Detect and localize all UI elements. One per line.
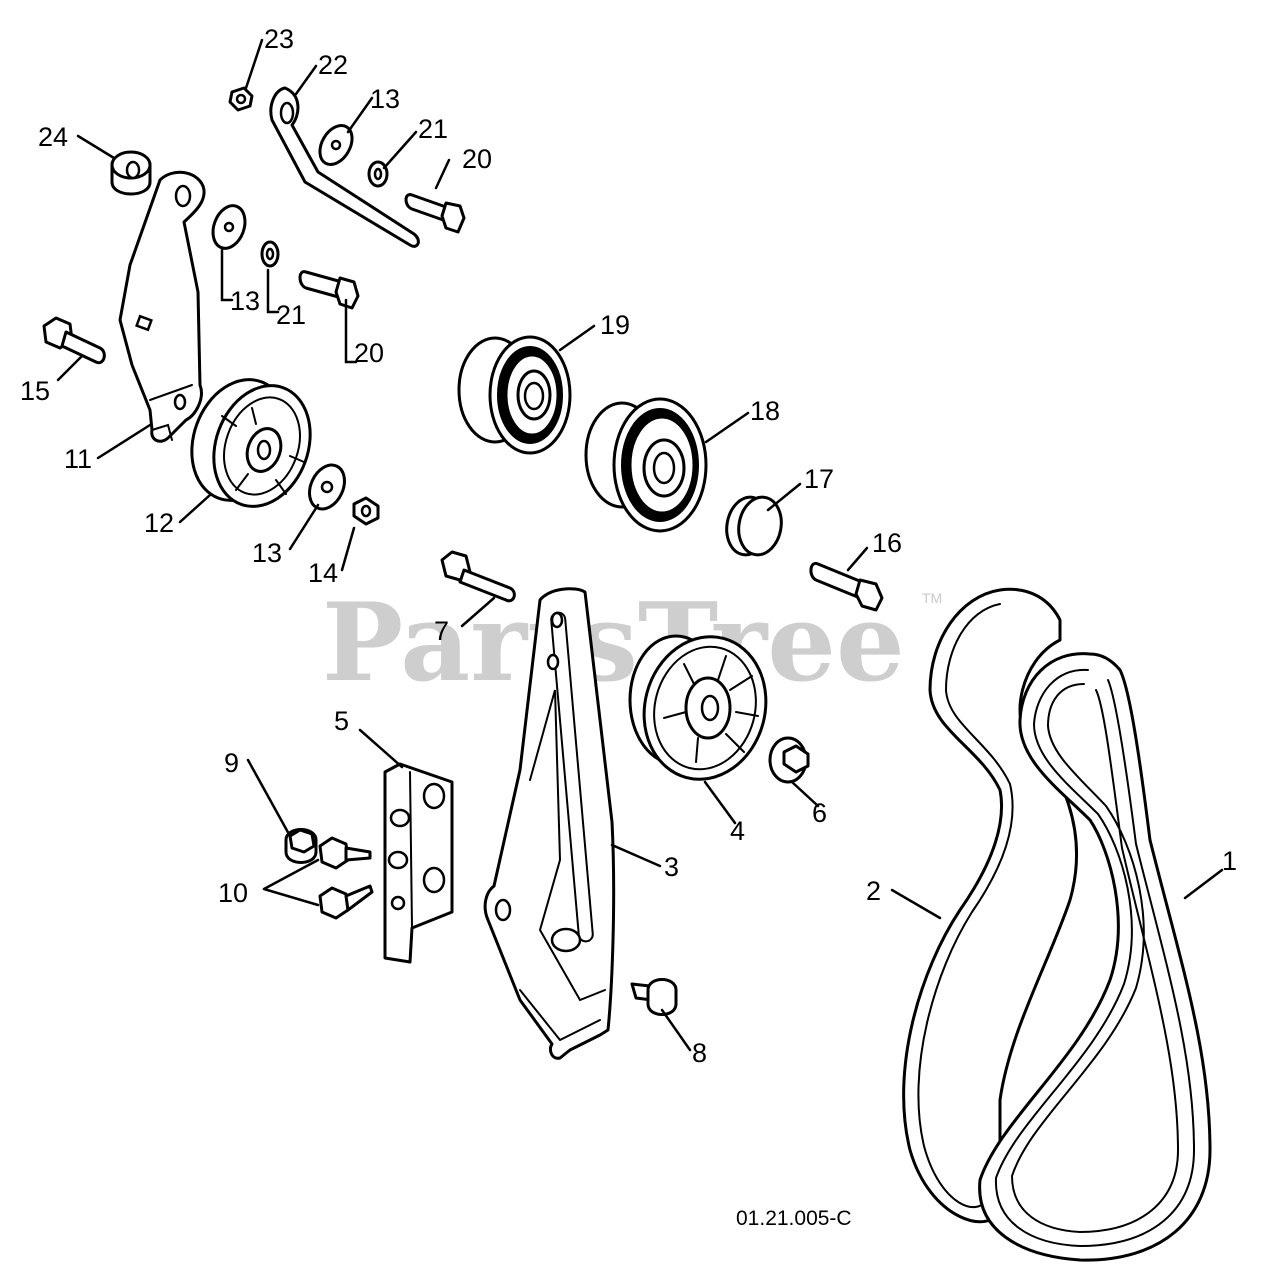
callout-13-top: 13 [370, 84, 400, 114]
idler-pulley-part-4 [628, 634, 768, 781]
screw-part-10-upper [318, 836, 372, 870]
callout-19: 19 [600, 310, 630, 340]
bolt-part-15 [42, 316, 106, 365]
callouts: 1 2 3 4 5 6 7 8 9 10 11 12 13 13 13 14 1… [20, 24, 1237, 1068]
callout-20-middle: 20 [354, 338, 384, 368]
belt-part-1 [978, 652, 1212, 1262]
nut-part-9 [284, 828, 318, 864]
callout-23: 23 [264, 24, 294, 54]
pulley-part-19 [457, 335, 572, 455]
callout-20-top: 20 [462, 144, 492, 174]
washer-part-13-top [318, 124, 354, 166]
spacer-part-24 [110, 150, 152, 196]
callout-11: 11 [64, 444, 92, 474]
callout-21-middle: 21 [276, 300, 306, 330]
nut-part-14 [352, 496, 380, 526]
callout-16: 16 [872, 528, 902, 558]
callout-13-lower: 13 [252, 538, 282, 568]
callout-15: 15 [20, 376, 50, 406]
lockwasher-part-21-top [367, 160, 389, 188]
lockwasher-part-21-middle [260, 240, 280, 268]
callout-14: 14 [308, 558, 338, 588]
callout-3: 3 [664, 852, 679, 882]
bolt-part-7 [440, 550, 516, 603]
callout-7: 7 [434, 616, 449, 646]
callout-6: 6 [812, 798, 827, 828]
callout-10: 10 [218, 878, 248, 908]
callout-1: 1 [1222, 846, 1237, 876]
callout-9: 9 [224, 748, 239, 778]
leader-lines [56, 38, 1224, 1052]
watermark-trademark: TM [922, 590, 942, 606]
idler-pulley-part-12 [190, 378, 312, 508]
callout-4: 4 [730, 816, 745, 846]
callout-17: 17 [804, 464, 834, 494]
washer-part-13-middle [211, 204, 247, 250]
callout-12: 12 [144, 508, 174, 538]
callout-2: 2 [866, 876, 881, 906]
rod-part-22 [269, 86, 420, 248]
reference-code: 01.21.005-C [736, 1207, 852, 1230]
bolt-part-20-middle [298, 270, 360, 310]
idler-arm-part-11 [118, 170, 206, 443]
watermark: PartsTree [322, 580, 905, 706]
nut-part-23 [228, 86, 254, 112]
mounting-plate-part-5 [383, 762, 454, 964]
spacer-part-17 [725, 495, 783, 557]
idler-bracket-part-3 [483, 587, 616, 1060]
screw-part-10-lower [318, 884, 374, 920]
callout-22: 22 [318, 50, 348, 80]
washer-part-13-lower [308, 463, 346, 511]
pulley-part-18 [584, 397, 708, 533]
bolt-part-20-top [404, 193, 466, 234]
bolt-part-8 [630, 978, 678, 1016]
callout-21-top: 21 [418, 114, 448, 144]
callout-24: 24 [38, 122, 68, 152]
callout-8: 8 [692, 1038, 707, 1068]
callout-5: 5 [334, 706, 349, 736]
flange-nut-part-6 [768, 736, 810, 784]
callout-13-middle: 13 [230, 286, 260, 316]
callout-18: 18 [750, 396, 780, 426]
bolt-part-16 [809, 561, 884, 612]
